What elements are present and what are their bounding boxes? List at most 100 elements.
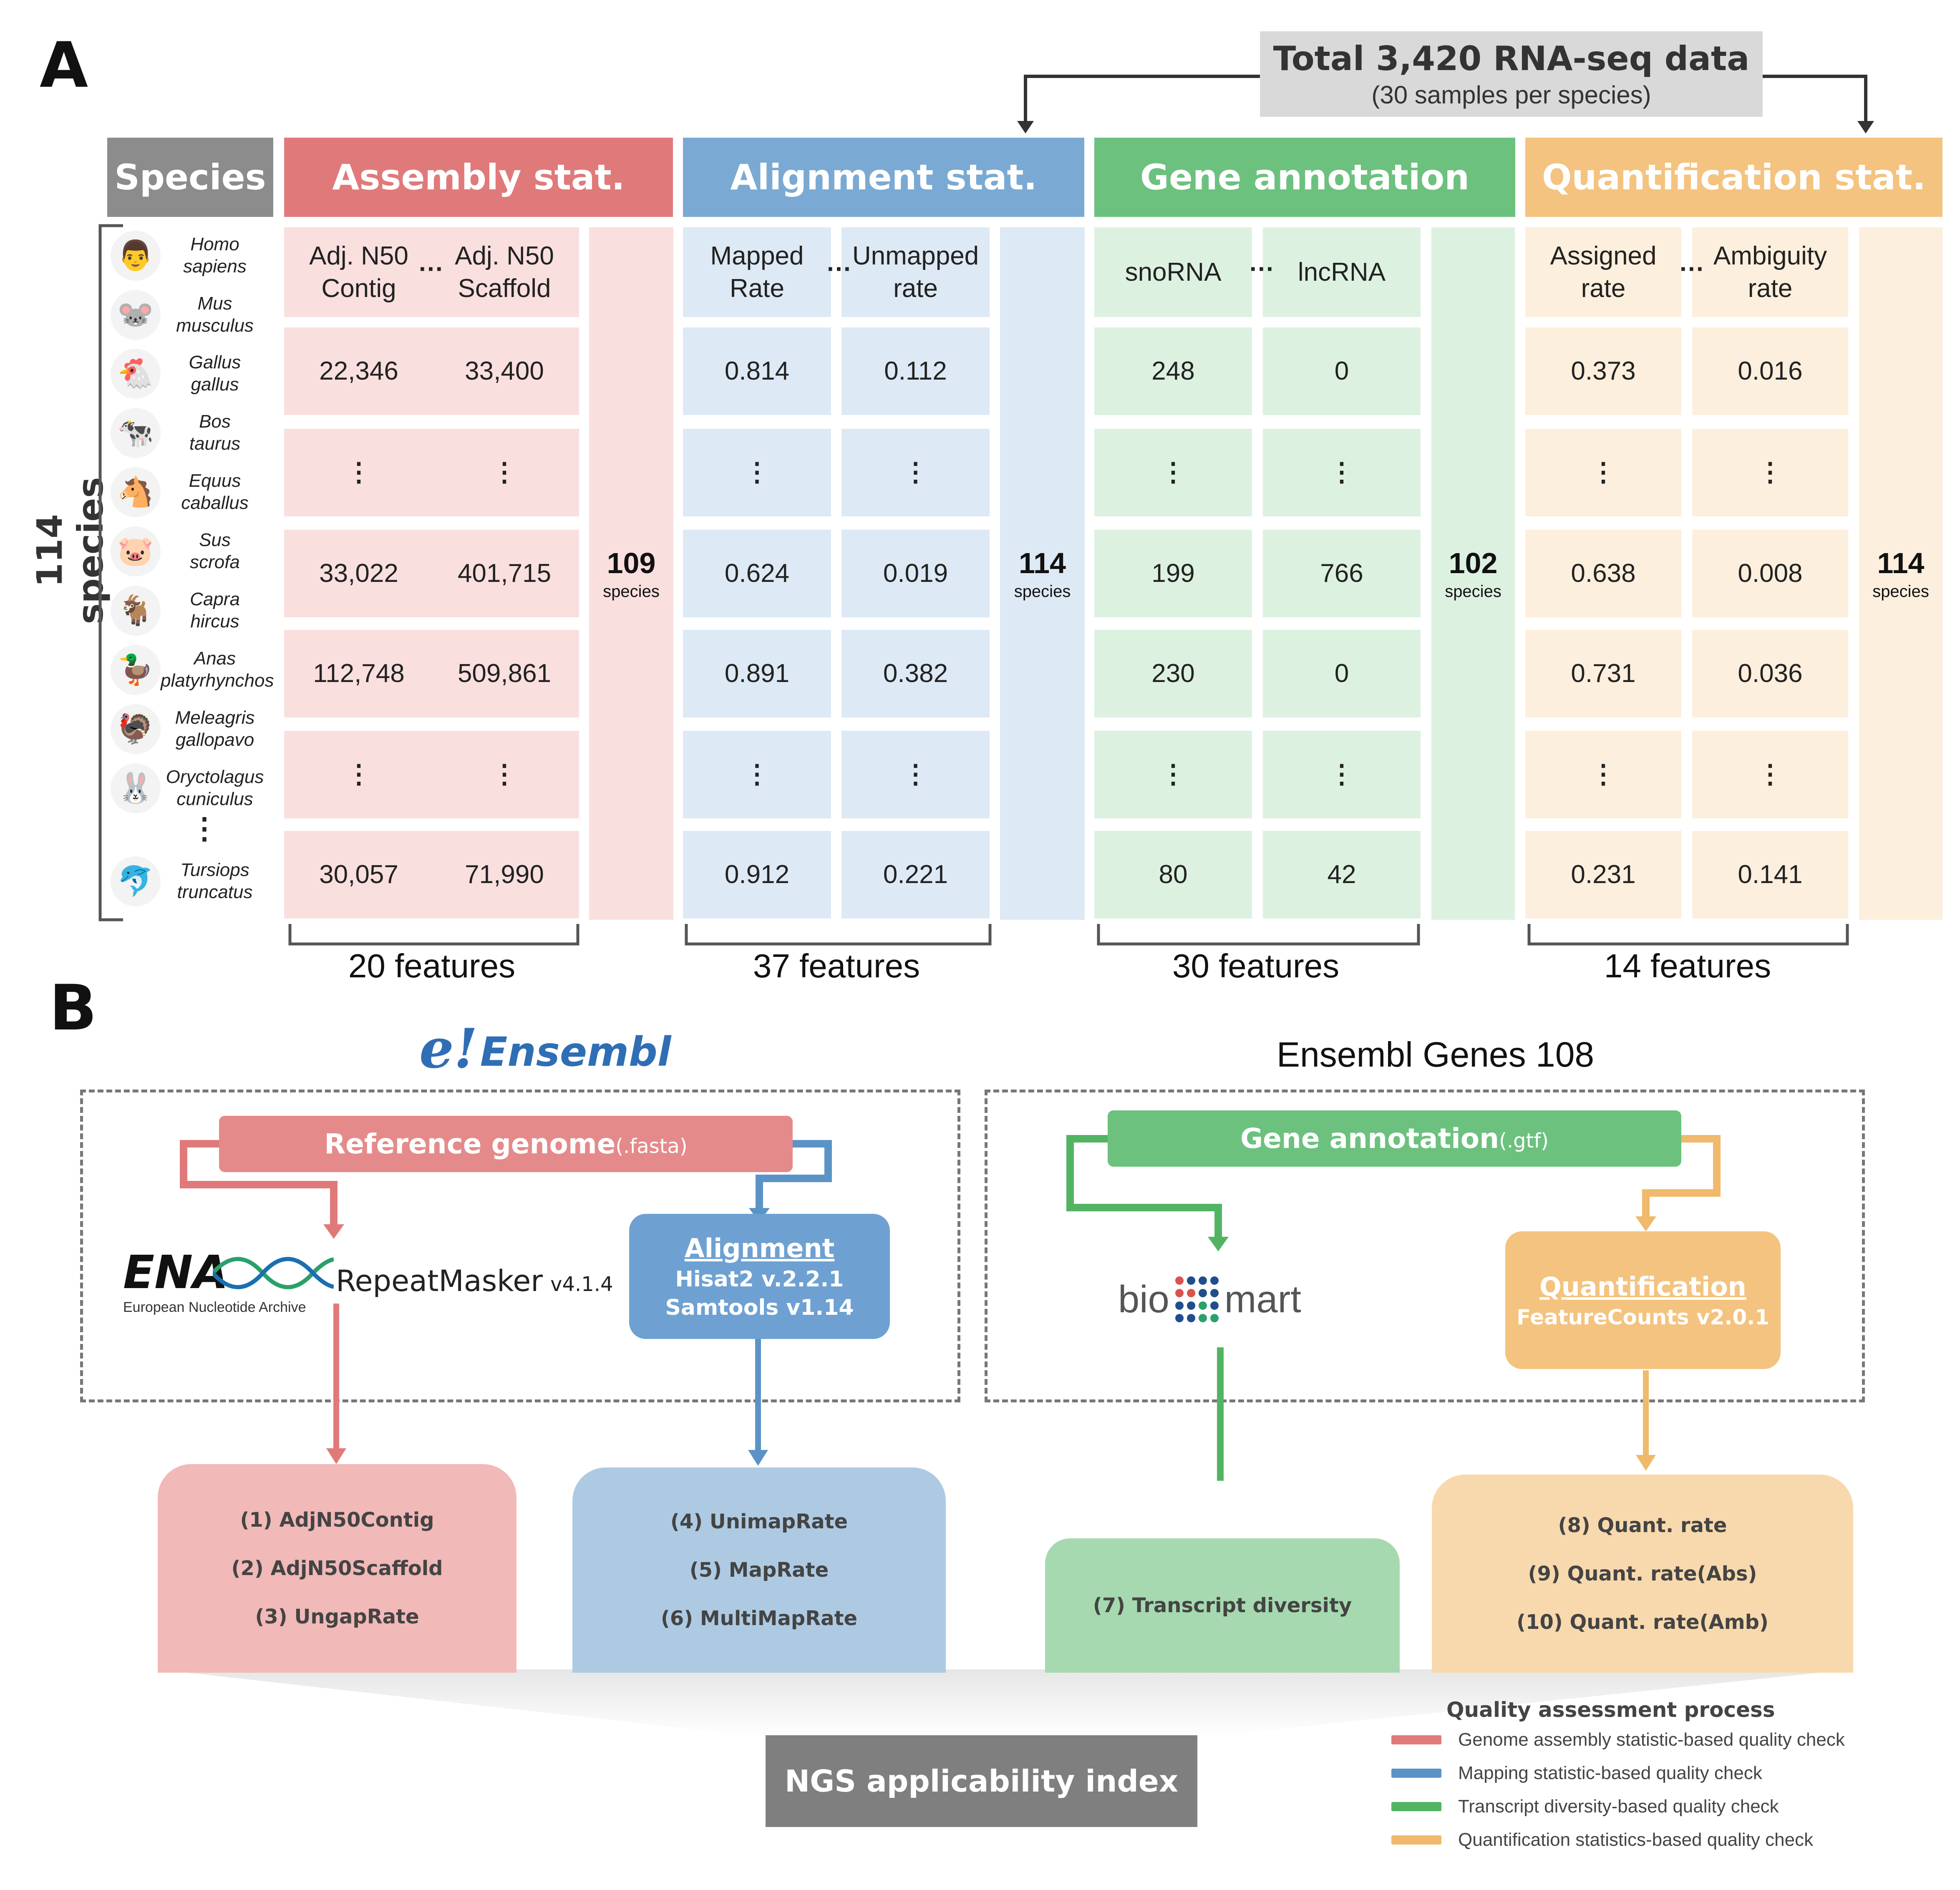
- column-header-line: snoRNA: [1125, 257, 1222, 287]
- species-epithet: truncatus: [177, 881, 253, 902]
- metric-label: (4) UnimapRate: [670, 1510, 848, 1533]
- species-genus: Oryctolagus: [166, 766, 264, 787]
- alignment-tool-samtools: Samtools v1.14: [665, 1295, 854, 1320]
- species-count-unit: species: [1872, 582, 1929, 601]
- species-genus: Equus: [189, 470, 241, 491]
- column-header-line: Rate: [730, 274, 784, 303]
- column-header-line: Scaffold: [458, 274, 551, 303]
- legend-title: Quality assessment process: [1446, 1698, 1775, 1722]
- table-cell: 766: [1263, 530, 1421, 617]
- species-ellipsis: ⋮: [190, 812, 219, 845]
- table-cell: 33,022: [284, 530, 433, 617]
- assembly-header: Assembly stat.: [284, 138, 673, 217]
- ensembl-logo: e! Ensembl: [419, 1017, 671, 1080]
- cow-icon: 🐄: [111, 408, 161, 458]
- pig-icon: 🐷: [111, 526, 161, 576]
- table-cell: 248: [1094, 327, 1252, 415]
- mouse-icon: 🐭: [111, 289, 161, 340]
- row-ellipsis: ⋮: [841, 429, 990, 516]
- column-header-line: lncRNA: [1297, 257, 1386, 287]
- species-epithet: taurus: [189, 433, 241, 454]
- total-rnaseq-box: Total 3,420 RNA-seq data (30 samples per…: [1260, 31, 1763, 117]
- assembly-header-ellipsis: ···: [419, 255, 444, 283]
- biomart-dot: [1175, 1276, 1184, 1285]
- table-cell: 401,715: [430, 530, 579, 617]
- panel-b-label: B: [49, 972, 97, 1044]
- column-header-line: rate: [893, 274, 938, 303]
- total-connector-arrows: [1017, 75, 1874, 133]
- table-cell: 42: [1263, 831, 1421, 919]
- species-count-number: 114: [1019, 546, 1066, 579]
- biomart-dot: [1187, 1314, 1195, 1322]
- quantification-header: Quantification stat.: [1525, 138, 1942, 217]
- horse-icon: 🐴: [111, 467, 161, 517]
- table-cell: 509,861: [430, 630, 579, 717]
- biomart-dot: [1198, 1289, 1207, 1297]
- species-header: Species: [107, 138, 273, 217]
- legend-label: Mapping statistic-based quality check: [1458, 1763, 1762, 1783]
- row-ellipsis: ⋮: [1263, 429, 1421, 516]
- table-cell: 0.141: [1692, 831, 1848, 919]
- table-cell: 230: [1094, 630, 1252, 717]
- person-icon: 👨: [111, 230, 161, 281]
- biomart-logo: bio mart: [1118, 1262, 1327, 1337]
- quant-header-ellipsis: ···: [1680, 255, 1705, 283]
- metric-label: (1) AdjN50Contig: [240, 1508, 434, 1532]
- table-cell: 0.112: [841, 327, 990, 415]
- species-epithet: caballus: [181, 492, 249, 513]
- row-ellipsis: ⋮: [683, 429, 831, 516]
- species-epithet: musculus: [176, 315, 254, 336]
- goat-icon: 🐐: [111, 585, 161, 636]
- table-cell: 0.231: [1525, 831, 1681, 919]
- biomart-logo-left: bio: [1118, 1278, 1169, 1321]
- column-header-line: Contig: [321, 274, 396, 303]
- legend-item: Transcript diversity-based quality check: [1391, 1796, 1950, 1817]
- row-ellipsis: ⋮: [1263, 731, 1421, 818]
- table-cell: 0.624: [683, 530, 831, 617]
- alignment-features-label: 37 features: [753, 947, 920, 984]
- gene-col1-header: snoRNA: [1094, 227, 1252, 317]
- table-cell: 0: [1263, 630, 1421, 717]
- ensembl-logo-text: Ensembl: [480, 1029, 671, 1075]
- row-ellipsis: ⋮: [284, 731, 433, 818]
- flow-arrows: [180, 1135, 1721, 1481]
- metric-label: (10) Quant. rate(Amb): [1517, 1610, 1769, 1634]
- species-count-number: 114: [1877, 546, 1925, 579]
- rabbit-icon: 🐰: [111, 763, 161, 813]
- ena-logo: ENA European Nucleotide Archive: [123, 1249, 334, 1316]
- mapping-metrics-box: (4) UnimapRate(5) MapRate(6) MultiMapRat…: [572, 1467, 946, 1673]
- species-count-unit: species: [1014, 582, 1071, 601]
- table-cell: 80: [1094, 831, 1252, 919]
- table-cell: 0.638: [1525, 530, 1681, 617]
- row-ellipsis: ⋮: [1094, 429, 1252, 516]
- species-genus: Sus: [199, 529, 231, 550]
- reference-genome-label: Reference genome: [324, 1128, 616, 1160]
- gene-features-bracket: [1097, 924, 1420, 946]
- assembly-features-bracket: [288, 924, 579, 946]
- biomart-dot: [1210, 1276, 1219, 1285]
- biomart-dot: [1210, 1301, 1219, 1310]
- species-genus: Bos: [199, 411, 231, 432]
- gene-annotation-header: Gene annotation: [1094, 138, 1515, 217]
- legend-label: Quantification statistics-based quality …: [1458, 1830, 1814, 1850]
- legend-swatch: [1391, 1835, 1441, 1845]
- biomart-dot: [1187, 1276, 1195, 1285]
- chicken-icon: 🐔: [111, 348, 161, 399]
- total-subtitle: (30 samples per species): [1371, 81, 1651, 109]
- row-ellipsis: ⋮: [1094, 731, 1252, 818]
- reference-genome-ext: (.fasta): [615, 1134, 688, 1158]
- alignment-tool-hisat: Hisat2 v.2.2.1: [675, 1266, 844, 1292]
- column-header-line: Unmapped: [852, 242, 979, 270]
- biomart-dot: [1187, 1301, 1195, 1310]
- species-genus: Homo: [190, 234, 239, 254]
- index-funnel: [158, 1669, 1852, 1737]
- column-header-line: Assigned: [1550, 242, 1657, 270]
